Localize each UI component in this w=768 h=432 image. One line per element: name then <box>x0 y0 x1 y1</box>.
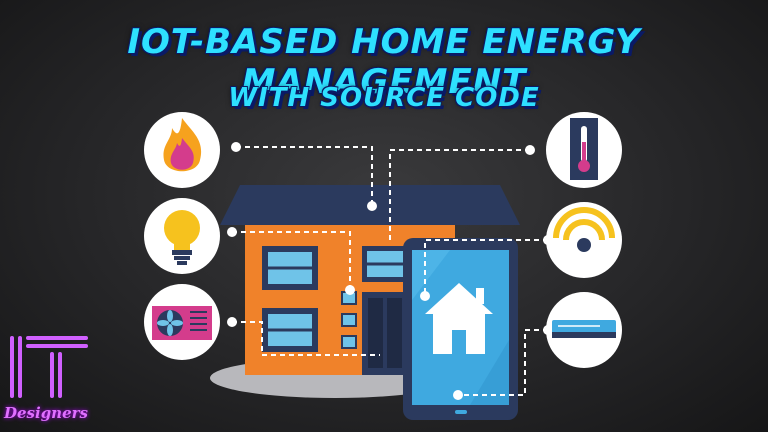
split-ac-icon <box>546 292 622 368</box>
connector-dots <box>227 142 553 400</box>
home-icon <box>425 283 493 354</box>
page-subtitle: WITH SOURCE CODE <box>228 83 540 113</box>
thermometer-icon <box>546 112 622 188</box>
wifi-signal-icon <box>546 202 622 278</box>
light-bulb-icon <box>144 198 220 274</box>
fire-icon <box>144 112 220 188</box>
designers-logo <box>10 336 88 398</box>
smartphone <box>403 238 518 420</box>
connector-lines <box>232 146 548 396</box>
page-title: IOT-BASED HOME ENERGY MANAGEMENT <box>127 22 641 102</box>
logo-text: Designers <box>4 404 88 422</box>
air-conditioner-unit-icon <box>144 284 220 360</box>
